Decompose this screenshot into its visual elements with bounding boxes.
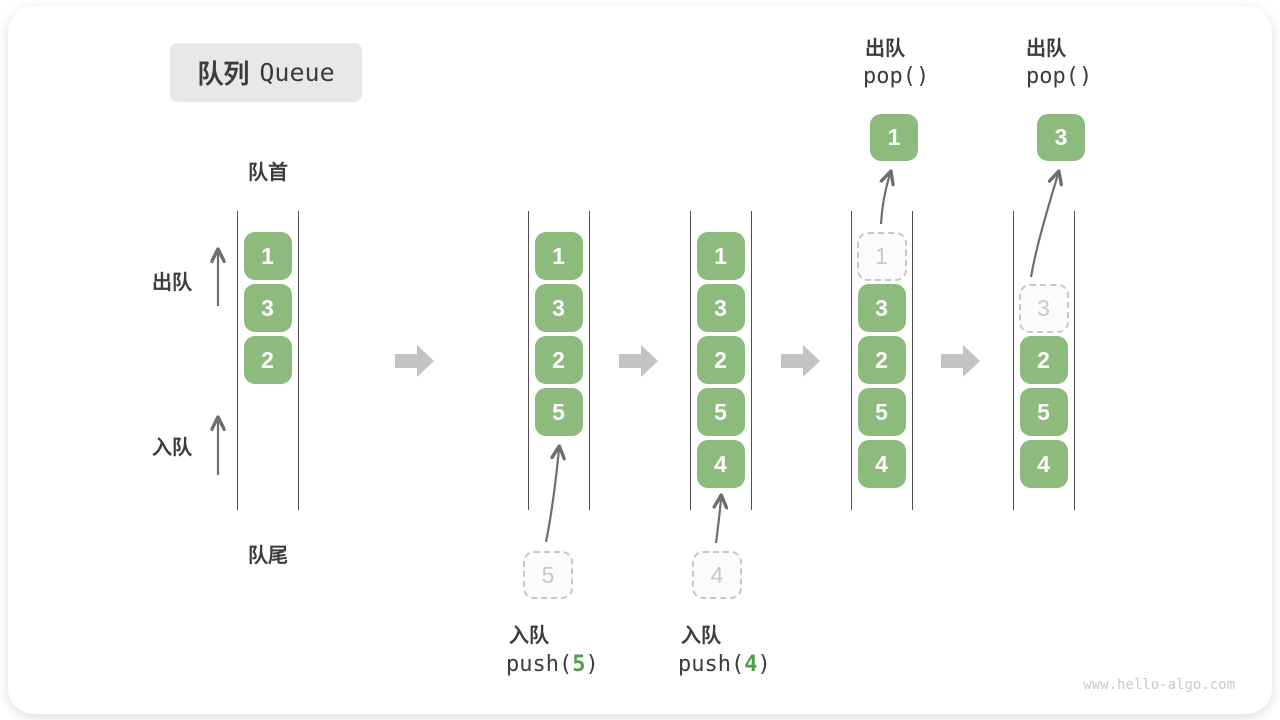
label-enqueue-side: 入队 bbox=[152, 437, 192, 459]
queue-state-5: 3 2 5 4 bbox=[1013, 211, 1075, 510]
popped-item: 1 bbox=[870, 114, 918, 161]
label-queue-front: 队首 bbox=[248, 162, 288, 184]
next-step-arrow-icon bbox=[619, 345, 658, 377]
queue-item: 5 bbox=[696, 388, 745, 436]
queue-item: 2 bbox=[696, 336, 745, 384]
queue-item: 3 bbox=[534, 284, 583, 332]
queue-item: 4 bbox=[696, 440, 745, 488]
label-queue-rear: 队尾 bbox=[248, 545, 288, 567]
queue-item: 1 bbox=[243, 232, 292, 280]
pending-item: 4 bbox=[692, 551, 742, 599]
queue-state-4: 1 3 2 5 4 bbox=[851, 211, 913, 510]
ghost-item: 1 bbox=[856, 232, 907, 281]
next-step-arrow-icon bbox=[781, 345, 820, 377]
label-dequeue-side: 出队 bbox=[152, 272, 192, 294]
queue-item: 2 bbox=[1019, 336, 1068, 384]
queue-item: 3 bbox=[696, 284, 745, 332]
code-pre: push( bbox=[678, 652, 745, 677]
next-step-arrow-icon bbox=[941, 345, 980, 377]
label-push-code: push(4) bbox=[678, 652, 771, 677]
label-dequeue-op: 出队 bbox=[865, 38, 905, 60]
queue-item: 2 bbox=[243, 336, 292, 384]
queue-state-1: 1 3 2 bbox=[237, 211, 299, 510]
queue-state-3: 1 3 2 5 4 bbox=[690, 211, 752, 510]
queue-item: 2 bbox=[857, 336, 906, 384]
queue-item: 4 bbox=[1019, 440, 1068, 488]
queue-item: 3 bbox=[243, 284, 292, 332]
code-arg: 4 bbox=[744, 652, 758, 677]
code-post: ) bbox=[757, 652, 771, 677]
title-zh: 队列 bbox=[197, 59, 250, 89]
title-en: Queue bbox=[259, 58, 335, 87]
code-post: ) bbox=[585, 652, 599, 677]
label-enqueue-op: 入队 bbox=[681, 625, 721, 647]
watermark: www.hello-algo.com bbox=[1083, 677, 1235, 693]
queue-state-2: 1 3 2 5 bbox=[528, 211, 590, 510]
queue-item: 1 bbox=[696, 232, 745, 280]
queue-item: 5 bbox=[1019, 388, 1068, 436]
code-arg: 5 bbox=[572, 652, 586, 677]
pending-item: 5 bbox=[523, 551, 573, 599]
queue-item: 3 bbox=[857, 284, 906, 332]
queue-item: 1 bbox=[534, 232, 583, 280]
figure-title: 队列 Queue bbox=[170, 43, 362, 102]
label-pop-code: pop() bbox=[863, 64, 930, 89]
ghost-item: 3 bbox=[1018, 284, 1069, 333]
queue-item: 5 bbox=[857, 388, 906, 436]
next-step-arrow-icon bbox=[395, 345, 434, 377]
code-pre: push( bbox=[506, 652, 573, 677]
label-enqueue-op: 入队 bbox=[509, 625, 549, 647]
queue-item: 2 bbox=[534, 336, 583, 384]
popped-item: 3 bbox=[1037, 114, 1085, 161]
queue-item: 4 bbox=[857, 440, 906, 488]
label-push-code: push(5) bbox=[506, 652, 599, 677]
label-pop-code: pop() bbox=[1026, 64, 1093, 89]
queue-item: 5 bbox=[534, 388, 583, 436]
label-dequeue-op: 出队 bbox=[1026, 38, 1066, 60]
